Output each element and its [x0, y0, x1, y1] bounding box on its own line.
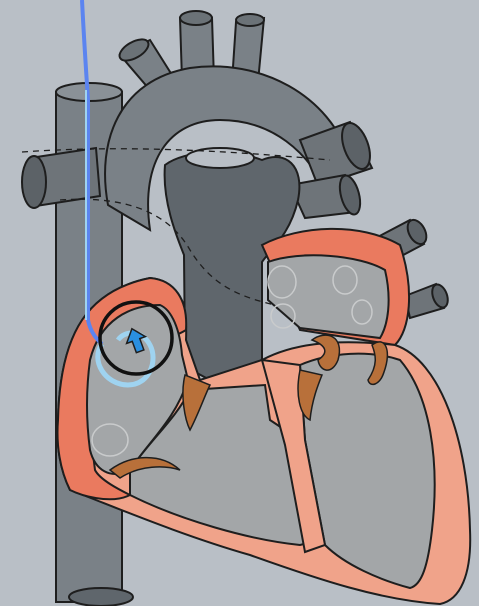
pulmonary-artery-opening	[186, 148, 254, 168]
inferior-vena-cava	[69, 588, 133, 606]
